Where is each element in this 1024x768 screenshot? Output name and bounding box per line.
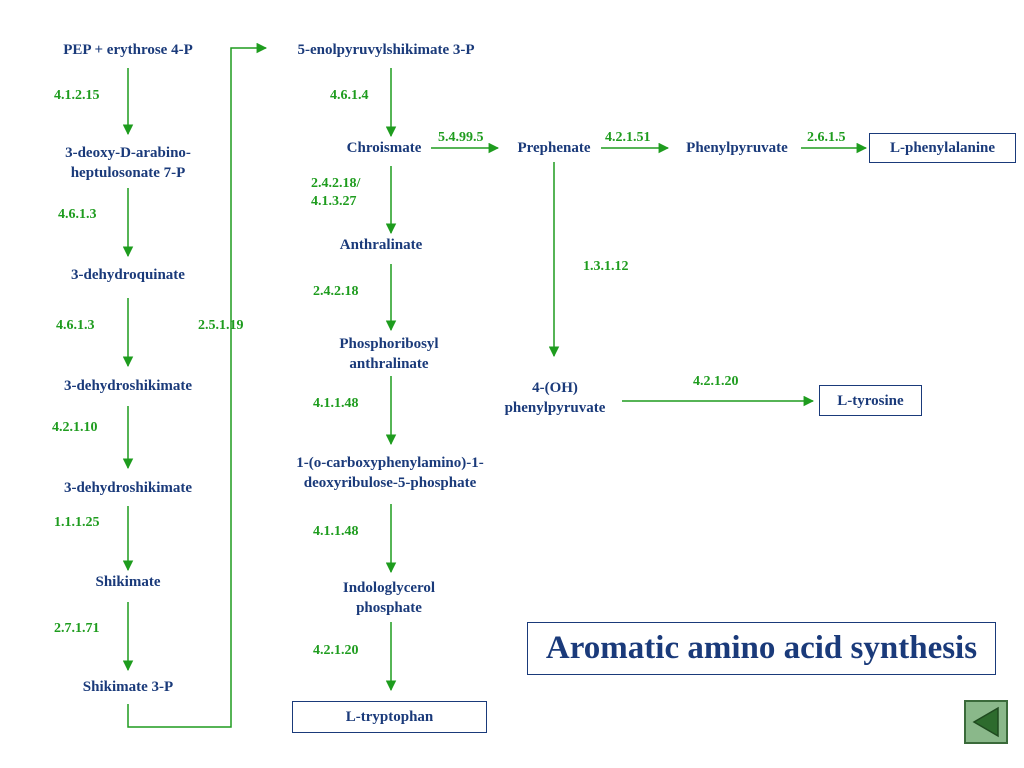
enzyme-2-4-2-18: 2.4.2.18 <box>313 284 359 299</box>
compound-dehydroshikimate-1: 3-dehydroshikimate <box>63 378 193 394</box>
enzyme-2-5-1-19: 2.5.1.19 <box>198 318 244 333</box>
enzyme-4-6-1-3-a: 4.6.1.3 <box>58 207 97 222</box>
enzyme-1-3-1-12: 1.3.1.12 <box>583 259 629 274</box>
compound-igp-line1: Indologlycerol <box>342 580 436 596</box>
compound-dahp: 3-deoxy-D-arabino- heptulosonate 7-P <box>43 143 213 183</box>
compound-phenylpyruvate: Phenylpyruvate <box>686 140 788 156</box>
enzyme-2-4-2-18-line: 2.4.2.18/ <box>311 176 361 191</box>
enzyme-4-1-1-48-b: 4.1.1.48 <box>313 524 359 539</box>
enzyme-2-6-1-5: 2.6.1.5 <box>807 130 846 145</box>
compound-shikimate-3p: Shikimate 3-P <box>82 679 174 695</box>
back-arrow-icon <box>972 706 999 738</box>
compound-prib-line1: Phosphoribosyl <box>339 336 439 352</box>
enzyme-4-1-2-15: 4.1.2.15 <box>54 88 100 103</box>
product-l-phenylalanine: L-phenylalanine <box>869 133 1016 163</box>
enzyme-4-6-1-3-b: 4.6.1.3 <box>56 318 95 333</box>
enzyme-5-4-99-5: 5.4.99.5 <box>438 130 484 145</box>
product-l-tryptophan: L-tryptophan <box>292 701 487 733</box>
compound-indologlycerol-phosphate: Indologlycerol phosphate <box>326 578 452 618</box>
compound-shikimate: Shikimate <box>95 574 161 590</box>
product-l-tyrosine: L-tyrosine <box>819 385 922 416</box>
enzyme-4-1-1-48-a: 4.1.1.48 <box>313 396 359 411</box>
compound-dahp-line2: heptulosonate 7-P <box>70 165 186 181</box>
page-title: Aromatic amino acid synthesis <box>527 622 996 675</box>
enzyme-4-2-1-20-b: 4.2.1.20 <box>693 374 739 389</box>
compound-prib-line2: anthralinate <box>349 356 429 372</box>
compound-enolpyruvylshikimate: 5-enolpyruvylshikimate 3-P <box>297 42 475 58</box>
compound-4-oh-phenylpyruvate: 4-(OH) phenylpyruvate <box>490 378 620 418</box>
enzyme-4-2-1-20-a: 4.2.1.20 <box>313 643 359 658</box>
enzyme-4-1-3-27-line: 4.1.3.27 <box>311 194 357 209</box>
compound-phosphoribosyl-anthralinate: Phosphoribosyl anthralinate <box>321 334 457 374</box>
compound-dehydroquinate: 3-dehydroquinate <box>71 267 185 283</box>
compound-cdrp-line2: deoxyribulose-5-phosphate <box>303 475 477 491</box>
enzyme-4-2-1-51: 4.2.1.51 <box>605 130 651 145</box>
enzyme-2-7-1-71: 2.7.1.71 <box>54 621 100 636</box>
compound-prephenate: Prephenate <box>517 140 591 156</box>
compound-igp-line2: phosphate <box>356 600 422 616</box>
compound-pep-erythrose: PEP + erythrose 4-P <box>63 42 193 58</box>
compound-ohpp-line1: 4-(OH) <box>532 380 578 396</box>
compound-ohpp-line2: phenylpyruvate <box>504 400 606 416</box>
compound-dehydroshikimate-2: 3-dehydroshikimate <box>63 480 193 496</box>
compound-cdrp: 1-(o-carboxyphenylamino)-1- deoxyribulos… <box>276 453 504 493</box>
compound-chorismate: Chroismate <box>346 140 422 156</box>
compound-anthralinate: Anthralinate <box>339 237 423 253</box>
back-button[interactable] <box>964 700 1008 744</box>
enzyme-2-4-2-18-4-1-3-27: 2.4.2.18/ 4.1.3.27 <box>311 175 360 211</box>
enzyme-4-6-1-4: 4.6.1.4 <box>330 88 369 103</box>
enzyme-1-1-1-25: 1.1.1.25 <box>54 515 100 530</box>
enzyme-4-2-1-10: 4.2.1.10 <box>52 420 98 435</box>
compound-dahp-line1: 3-deoxy-D-arabino- <box>65 145 191 161</box>
compound-cdrp-line1: 1-(o-carboxyphenylamino)-1- <box>296 455 484 471</box>
arrow-shikimate3p-to-enolpyruvyl <box>127 42 268 728</box>
